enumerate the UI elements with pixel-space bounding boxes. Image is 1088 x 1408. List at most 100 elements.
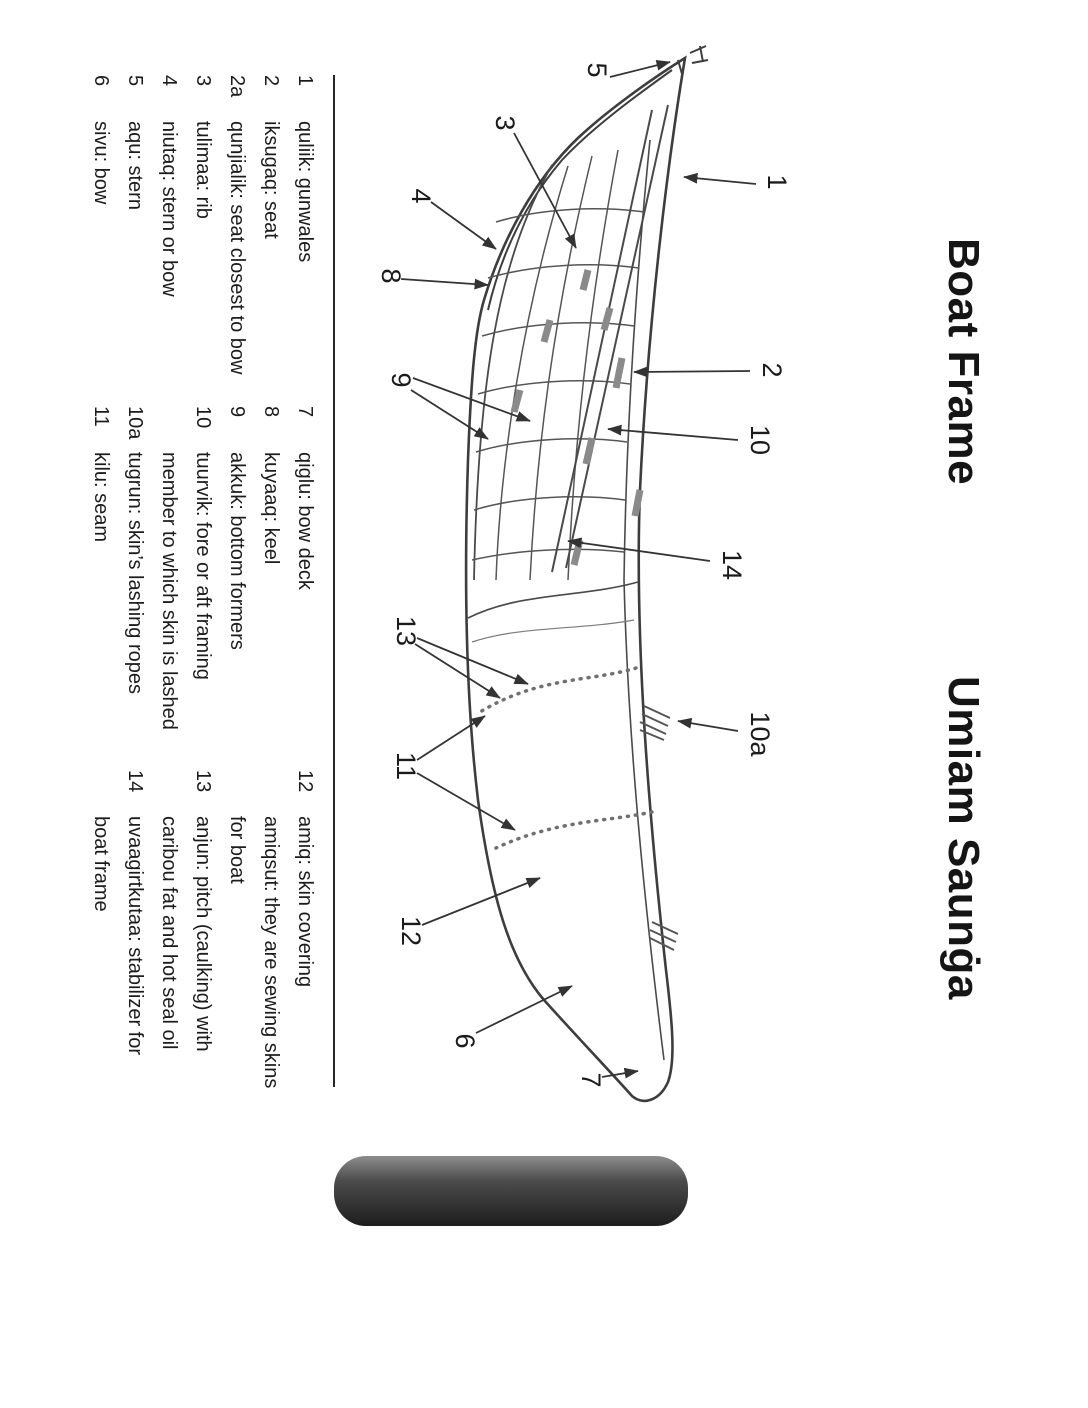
stern-post xyxy=(487,45,709,311)
callout-3: 3 xyxy=(490,115,577,249)
legend-item-text: amiqsut: they are sewing skins xyxy=(260,816,282,1089)
callout-4-label: 4 xyxy=(406,188,436,203)
legend-item-text: sivu: bow xyxy=(90,121,112,205)
legend-item-number: 5 xyxy=(124,75,146,87)
callout-4: 4 xyxy=(406,188,497,250)
legend-item-text: tulimaa: rib xyxy=(192,121,214,219)
callout-14: 14 xyxy=(567,537,747,580)
legend-item-text: anjun: pitch (caulking) with xyxy=(192,816,214,1052)
legend-item-number: 3 xyxy=(192,75,214,87)
callout-7-label: 7 xyxy=(576,1072,606,1087)
rib-lines xyxy=(471,208,645,561)
page-subtitle: Umiam Saunġa xyxy=(939,676,988,1000)
callout-9: 9 xyxy=(386,372,531,440)
legend-item-text: for boat xyxy=(226,816,248,884)
hull-outline xyxy=(464,55,687,1103)
legend-item: 14 uvaagirtkutaa: stabilizer for xyxy=(118,770,152,1140)
callout-12-label: 12 xyxy=(396,916,426,946)
stringer-lines xyxy=(495,149,619,581)
callout-6-label: 6 xyxy=(450,1033,480,1048)
page-title: Boat Frame xyxy=(939,238,988,486)
gunwale-lines xyxy=(623,139,665,1061)
legend-item-text: aqu: stern xyxy=(124,121,146,210)
legend-item-number xyxy=(152,770,186,816)
legend-item-text: uvaagirtkutaa: stabilizer for xyxy=(124,816,146,1056)
lashing-rope-hatches xyxy=(639,705,679,951)
callout-2-label: 2 xyxy=(757,362,787,377)
callout-9-label: 9 xyxy=(386,372,416,387)
legend-item: caribou fat and hot seal oil xyxy=(152,770,186,1140)
legend-item: 3 tulimaa: rib xyxy=(186,75,220,405)
skin-edge-line xyxy=(467,581,639,643)
callout-2: 2 xyxy=(633,362,787,378)
callout-8: 8 xyxy=(376,268,489,290)
tuurvik-members xyxy=(551,104,669,573)
legend-item-number xyxy=(152,406,186,452)
legend-item-text: member to which skin is lashed xyxy=(158,452,180,730)
callout-3-label: 3 xyxy=(490,115,520,130)
legend-column-1: 1 quliik: gunwales 2 iksugaq: seat 2a qunji… xyxy=(84,75,322,405)
legend-item: for boat xyxy=(220,770,254,1140)
callout-10a: 10a xyxy=(677,711,775,758)
legend-item-number: 14 xyxy=(124,770,146,793)
legend-item-text: kuyaaq: keel xyxy=(260,452,282,565)
callout-14-label: 14 xyxy=(717,550,747,580)
legend-item: 2 iksugaq: seat xyxy=(254,75,288,405)
legend-item-number: 7 xyxy=(294,406,316,418)
callout-5: 5 xyxy=(582,60,671,78)
legend-item-number: 8 xyxy=(260,406,282,418)
legend-item-number: 13 xyxy=(192,770,214,793)
legend-item: 11 kilu: seam xyxy=(84,406,118,764)
callout-5-label: 5 xyxy=(582,62,612,77)
legend-item-number: 6 xyxy=(90,75,112,87)
legend-item-number: 2a xyxy=(226,75,248,98)
callout-12: 12 xyxy=(396,877,541,946)
legend-item: 1 quliik: gunwales xyxy=(288,75,322,405)
scan-artifact-bar xyxy=(334,1156,688,1226)
callout-1: 1 xyxy=(683,172,792,190)
callout-10-label: 10 xyxy=(745,425,775,455)
callout-11: 11 xyxy=(391,715,516,831)
legend-item: 8 kuyaaq: keel xyxy=(254,406,288,764)
legend-item-text: kilu: seam xyxy=(90,452,112,543)
legend-item-number: 12 xyxy=(294,770,316,793)
callout-13: 13 xyxy=(391,616,529,699)
legend-item-number: 4 xyxy=(158,75,180,87)
legend-item-text: qiglu: bow deck xyxy=(294,452,316,590)
callouts: 1 2 10 14 10a xyxy=(376,60,792,1088)
legend-item: 6 sivu: bow xyxy=(84,75,118,405)
callout-1-label: 1 xyxy=(762,174,792,189)
legend-item-text: quliik: gunwales xyxy=(294,121,316,263)
legend-item-number: 1 xyxy=(294,75,316,87)
legend-item-number: 10a xyxy=(124,406,146,440)
legend-item-number: 2 xyxy=(260,75,282,87)
callout-10: 10 xyxy=(607,424,775,455)
legend-item-text: caribou fat and hot seal oil xyxy=(158,816,180,1050)
callout-11-label: 11 xyxy=(391,752,421,780)
legend-item-number xyxy=(220,770,254,816)
legend-item: 5 aqu: stern xyxy=(118,75,152,405)
legend-item-text: iksugaq: seat xyxy=(260,121,282,239)
legend-item-text: akkuk: bottom formers xyxy=(226,452,248,650)
callout-13-label: 13 xyxy=(391,616,421,646)
legend-item: amiqsut: they are sewing skins xyxy=(254,770,288,1140)
legend-item-number: 11 xyxy=(90,406,112,427)
legend-item: boat frame xyxy=(84,770,118,1140)
legend-item-text: tuurvik: fore or aft framing xyxy=(192,452,214,680)
legend-item-text: boat frame xyxy=(90,816,112,912)
legend-item: member to which skin is lashed xyxy=(152,406,186,764)
legend-item: 2a qunjialik: seat closest to bow xyxy=(220,75,254,405)
legend-item: 13 anjun: pitch (caulking) with xyxy=(186,770,220,1140)
boat-frame-diagram: 1 2 10 14 10a xyxy=(376,45,792,1103)
legend-item-text: qunjialik: seat closest to bow xyxy=(226,121,248,375)
legend-item-text: niutaq: stern or bow xyxy=(158,121,180,297)
callout-6: 6 xyxy=(450,985,573,1049)
callout-7: 7 xyxy=(576,1067,639,1088)
